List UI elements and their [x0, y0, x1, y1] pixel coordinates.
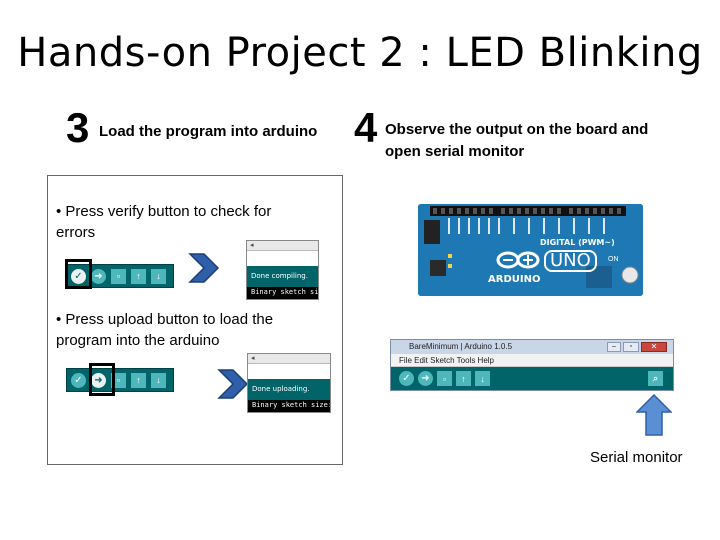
chevron-right-icon	[188, 253, 220, 283]
ide-toolbar: ✓ ➜ ▫ ↑ ↓ ⌕	[391, 367, 673, 390]
board-on-label: ON	[608, 256, 619, 263]
upload-bullet-line1: • Press upload button to load the	[56, 311, 274, 328]
open-icon[interactable]: ↑	[131, 268, 146, 284]
console-status: Done compiling.	[247, 266, 318, 287]
verify-icon[interactable]: ✓	[71, 268, 86, 284]
upload-icon[interactable]: ➜	[91, 372, 106, 388]
page-title: Hands-on Project 2 : LED Blinking	[17, 30, 703, 76]
board-digital-label: DIGITAL (PWM~)	[540, 238, 615, 247]
save-icon[interactable]: ↓	[475, 371, 490, 386]
ide-window: BareMinimum | Arduino 1.0.5 – ▫ ✕ File E…	[390, 339, 674, 391]
console-output: Binary sketch size: 1,	[252, 401, 331, 409]
verify-icon[interactable]: ✓	[71, 372, 86, 388]
arduino-board-image: DIGITAL (PWM~) UNO ARDUINO ON	[418, 204, 643, 296]
step-3-number: 3	[66, 104, 90, 151]
open-icon[interactable]: ↑	[131, 372, 146, 388]
verify-highlight-box	[65, 259, 92, 289]
new-icon[interactable]: ▫	[437, 371, 452, 386]
new-icon[interactable]: ▫	[111, 268, 126, 284]
minimize-button[interactable]: –	[607, 342, 621, 352]
board-uno-label: UNO	[544, 250, 597, 272]
ide-toolbar-upload: ✓ ➜ ▫ ↑ ↓	[66, 368, 174, 392]
upload-icon[interactable]: ➜	[418, 371, 433, 386]
ide-menu-bar[interactable]: File Edit Sketch Tools Help	[391, 354, 673, 367]
save-icon[interactable]: ↓	[151, 268, 166, 284]
upload-bullet-line2: program into the arduino	[56, 332, 220, 349]
verify-bullet-line1: • Press verify button to check for	[56, 203, 272, 220]
ide-title-bar: BareMinimum | Arduino 1.0.5 – ▫ ✕	[391, 340, 673, 354]
verify-bullet-line2: errors	[56, 224, 96, 241]
console-status: Done uploading.	[248, 379, 330, 400]
step-4-line2: open serial monitor	[385, 143, 525, 160]
open-icon[interactable]: ↑	[456, 371, 471, 386]
ide-toolbar-verify: ✓ ➜ ▫ ↑ ↓	[66, 264, 174, 288]
upload-highlight-box	[89, 363, 115, 396]
chevron-right-icon	[217, 369, 249, 399]
close-button[interactable]: ✕	[641, 342, 667, 352]
console-upload: ◂ Done uploading. Binary sketch size: 1,	[247, 353, 331, 413]
ide-title-text: BareMinimum | Arduino 1.0.5	[409, 342, 513, 351]
step-3-text: Load the program into arduino	[99, 123, 318, 140]
console-verify: ◂ Done compiling. Binary sketch size:	[246, 240, 319, 300]
verify-icon[interactable]: ✓	[399, 371, 414, 386]
serial-monitor-icon[interactable]: ⌕	[648, 371, 663, 386]
upload-icon[interactable]: ➜	[91, 268, 106, 284]
arrow-up-icon	[636, 394, 672, 436]
maximize-button[interactable]: ▫	[623, 342, 639, 352]
board-brand-label: ARDUINO	[488, 274, 541, 285]
instructions-panel	[47, 175, 343, 465]
console-output: Binary sketch size:	[251, 288, 319, 296]
arduino-board-graphic	[418, 204, 643, 296]
serial-monitor-label: Serial monitor	[590, 449, 683, 466]
step-4-line1: Observe the output on the board and	[385, 121, 649, 138]
step-4-number: 4	[354, 104, 378, 151]
save-icon[interactable]: ↓	[151, 372, 166, 388]
